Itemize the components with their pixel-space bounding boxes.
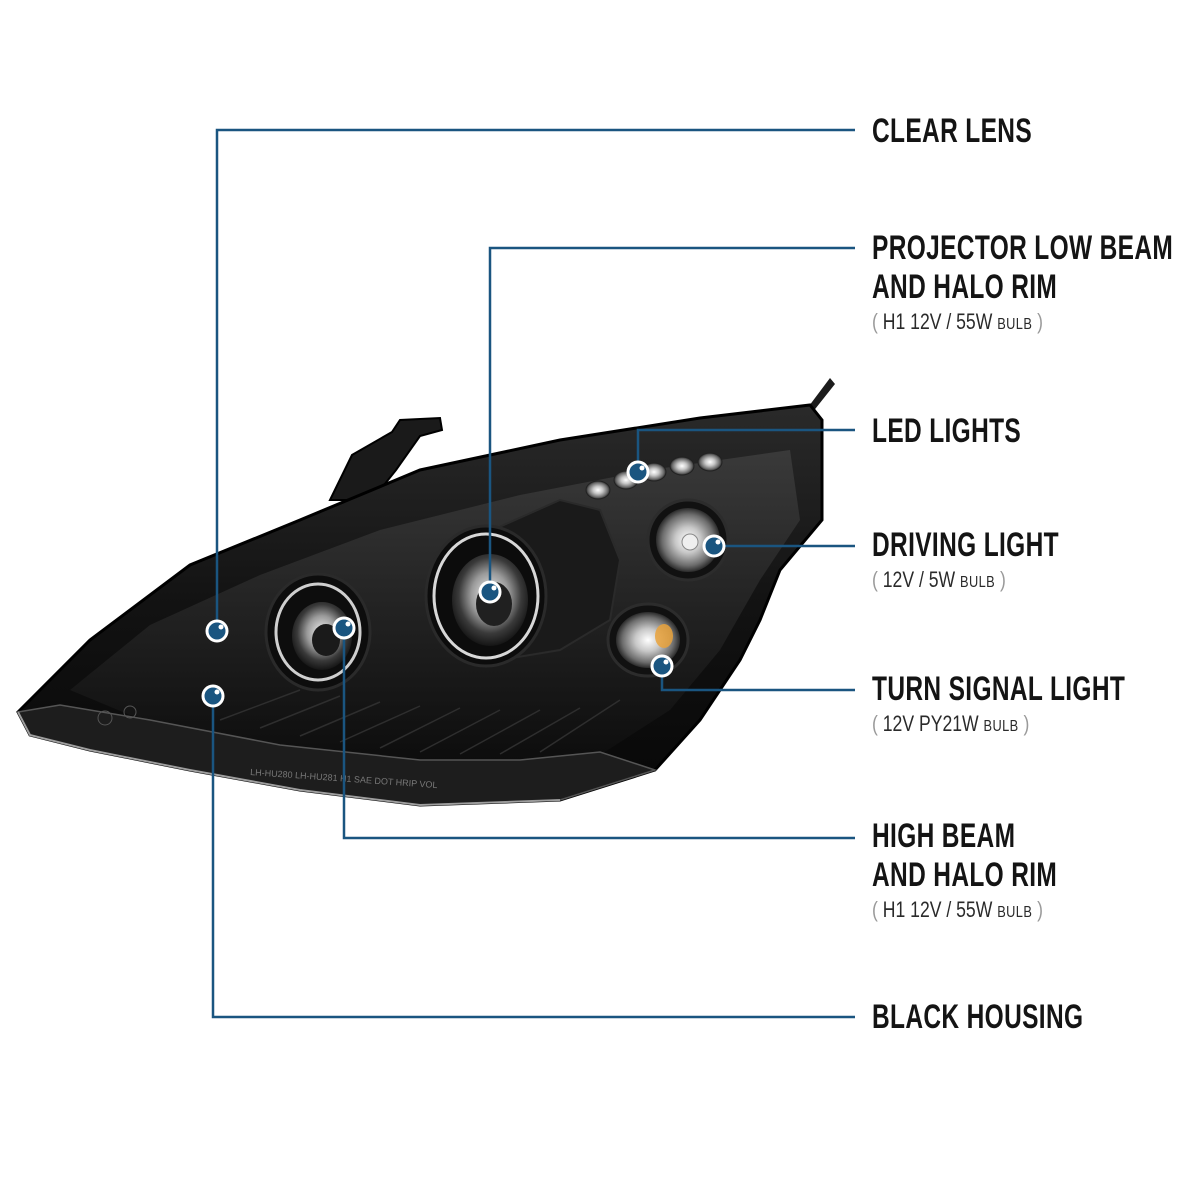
label-black-housing: BLACK HOUSING (872, 998, 1166, 1037)
label-clear-lens: CLEAR LENS (872, 112, 1094, 151)
label-clear-lens-title: CLEAR LENS (872, 112, 1033, 150)
label-projector-low-beam: PROJECTOR LOW BEAM AND HALO RIM ( H1 12V… (872, 229, 1200, 338)
label-projector-low-beam-line1: PROJECTOR LOW BEAM (872, 229, 1174, 267)
callout-dot-high-beam (332, 616, 356, 640)
label-projector-low-beam-line2: AND HALO RIM (872, 268, 1058, 306)
label-turn-signal-light: TURN SIGNAL LIGHT ( 12V PY21W BULB ) (872, 670, 1200, 740)
label-turn-signal-light-spec: ( 12V PY21W BULB ) (872, 711, 1030, 736)
label-black-housing-title: BLACK HOUSING (872, 998, 1084, 1036)
driving-light-reflector (646, 498, 730, 582)
callout-line-black-housing (211, 696, 855, 1019)
callout-line-clear-lens (215, 128, 855, 630)
label-driving-light-spec: ( 12V / 5W BULB ) (872, 567, 1006, 592)
label-high-beam-spec: ( H1 12V / 55W BULB ) (872, 897, 1044, 922)
label-led-lights-title: LED LIGHTS (872, 412, 1022, 450)
label-driving-light-title: DRIVING LIGHT (872, 526, 1059, 564)
callout-line-projector-low-beam (488, 246, 855, 592)
label-turn-signal-light-title: TURN SIGNAL LIGHT (872, 670, 1126, 708)
turn-signal-reflector (606, 602, 690, 678)
label-high-beam-line2: AND HALO RIM (872, 856, 1058, 894)
lower-ribs (219, 689, 621, 755)
callout-line-led-lights (636, 428, 855, 472)
label-led-lights: LED LIGHTS (872, 412, 1079, 451)
callout-line-high-beam (342, 628, 855, 840)
callout-dot-driving-light (702, 534, 726, 558)
callout-dot-clear-lens (205, 619, 229, 643)
callout-dot-projector-low-beam (478, 580, 502, 604)
chrome-trim (17, 711, 561, 807)
callout-dot-led-lights (626, 460, 650, 484)
label-driving-light: DRIVING LIGHT ( 12V / 5W BULB ) (872, 526, 1132, 596)
lens-certification-marks (97, 705, 137, 726)
label-high-beam: HIGH BEAM AND HALO RIM ( H1 12V / 55W BU… (872, 817, 1129, 926)
callout-dot-turn-signal (650, 654, 674, 678)
label-projector-low-beam-spec: ( H1 12V / 55W BULB ) (872, 309, 1044, 334)
label-high-beam-line1: HIGH BEAM (872, 817, 1016, 855)
callout-dot-black-housing (201, 684, 225, 708)
callout-lines (211, 128, 855, 1019)
